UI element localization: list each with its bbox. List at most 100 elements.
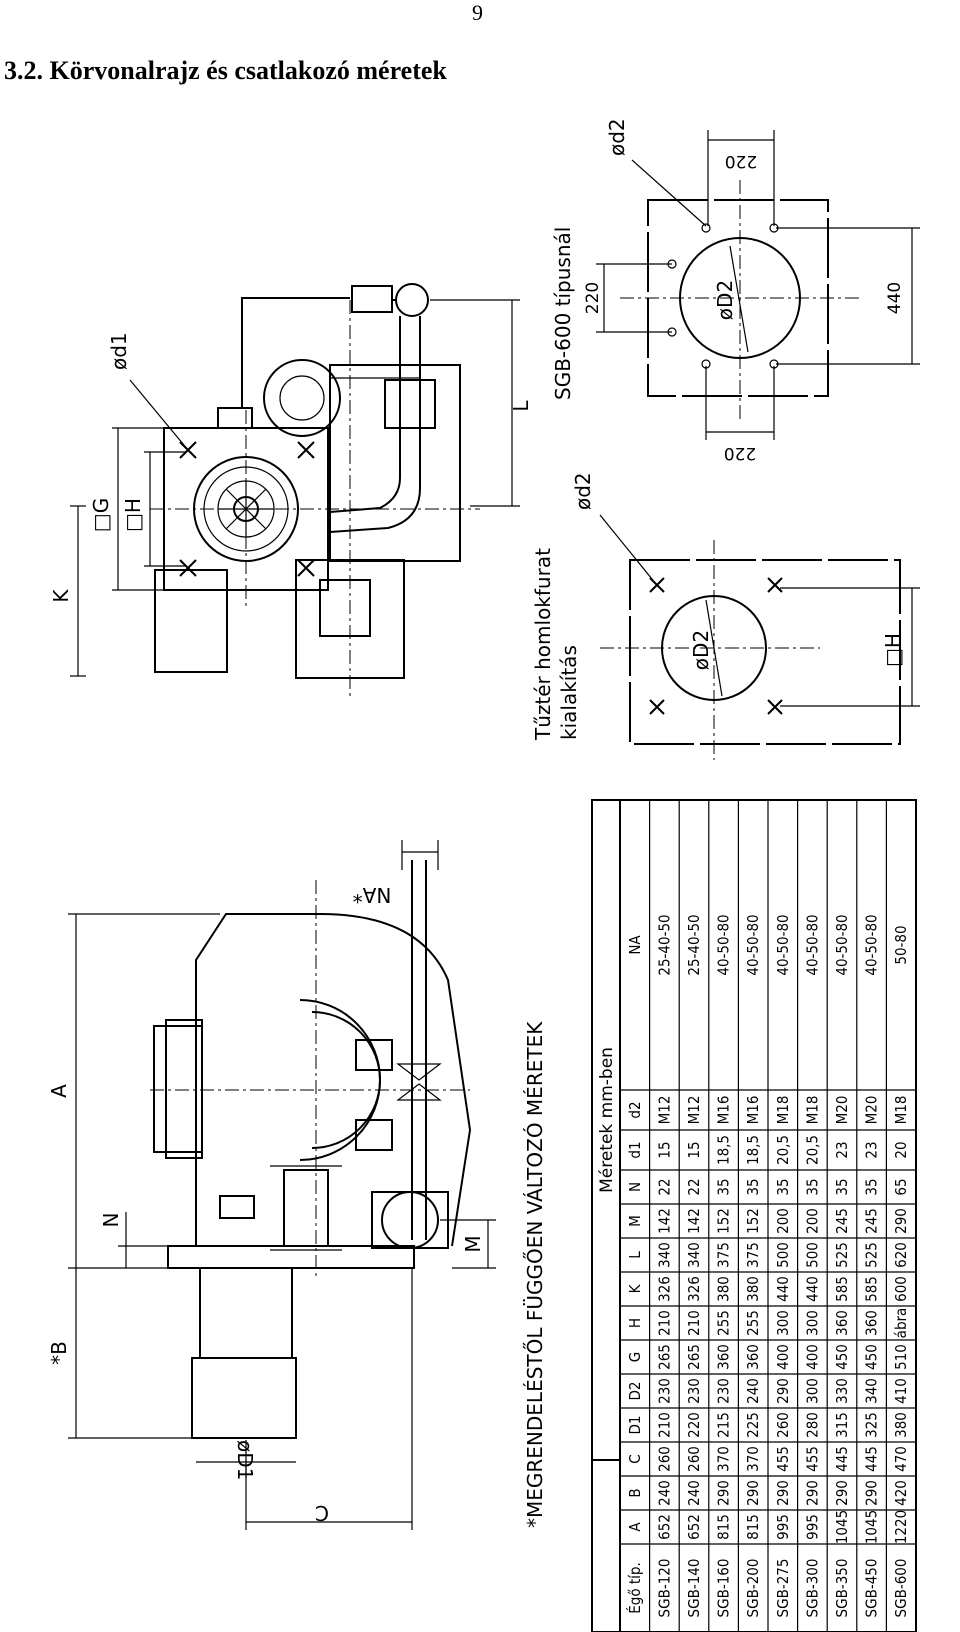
face-title-line-2: kialakítás	[557, 645, 581, 740]
table-cell: 50-80	[892, 925, 910, 964]
table-cell: 18,5	[744, 1135, 762, 1165]
table-cell: M20	[863, 1096, 881, 1125]
table-cell: 210	[685, 1310, 703, 1336]
table-cell: 40-50-80	[774, 914, 792, 975]
table-cell: 40-50-80	[833, 914, 851, 975]
table-cell: 40-50-80	[863, 914, 881, 975]
table-cell: 290	[744, 1480, 762, 1506]
table-header-cell: NA	[626, 935, 644, 955]
table-cell: M18	[892, 1096, 910, 1125]
table-cell: 290	[774, 1480, 792, 1506]
table-cell: SGB-140	[685, 1559, 703, 1618]
table-header-cell: B	[626, 1488, 644, 1497]
table-cell: 300	[774, 1310, 792, 1336]
table-cell: 152	[715, 1208, 733, 1234]
table-header-cell: Égő típ.	[625, 1562, 644, 1614]
table-header-cell: M	[626, 1215, 644, 1227]
table-header-cell: d1	[626, 1141, 644, 1158]
table-cell: 25-40-50	[685, 914, 703, 975]
dim-440: 440	[885, 282, 905, 314]
table-cell: 380	[892, 1412, 910, 1438]
table-cell: 35	[774, 1178, 792, 1195]
table-header-cell: C	[626, 1454, 644, 1463]
table-cell: 1220	[892, 1510, 910, 1544]
table-cell: 260	[774, 1412, 792, 1438]
table-cell: 22	[655, 1178, 673, 1195]
table-cell: 280	[803, 1412, 821, 1438]
table-cell: 400	[803, 1344, 821, 1370]
label-N: N	[99, 1213, 123, 1228]
table-cell: 330	[833, 1378, 851, 1404]
table-cell: 360	[833, 1310, 851, 1336]
table-cell: 410	[892, 1378, 910, 1404]
face-title-line-1: Tűztér homlokfurat	[531, 548, 555, 741]
burner-front-view: K □G □H	[49, 283, 533, 700]
table-cell: 340	[655, 1242, 673, 1268]
table-cell: 600	[892, 1276, 910, 1302]
table-header-cell: K	[626, 1283, 644, 1293]
table-cell: 326	[655, 1276, 673, 1302]
table-cell: 35	[744, 1178, 762, 1195]
table-header-cell: L	[626, 1251, 644, 1259]
label-C: C	[315, 1501, 329, 1525]
table-cell: 152	[744, 1208, 762, 1234]
table-cell: 470	[892, 1446, 910, 1472]
label-D2-right: øD2	[713, 280, 737, 320]
table-cell: SGB-600	[892, 1559, 910, 1618]
table-cell: 23	[863, 1141, 881, 1158]
table-cell: 35	[833, 1178, 851, 1195]
table-cell: 35	[715, 1178, 733, 1195]
dimension-table: Méretek mm-ben Égő típ.ABCD1D2GHKLMNd1d2…	[591, 799, 917, 1632]
table-cell: 585	[833, 1276, 851, 1302]
table-cell: 1045	[833, 1510, 851, 1544]
table-title: Méretek mm-ben	[597, 1047, 617, 1193]
table-cell: 290	[833, 1480, 851, 1506]
footnote: *MEGRENDELÉSTŐL FÜGGŐEN VÁLTOZÓ MÉRETEK	[523, 1021, 547, 1528]
table-cell: 360	[863, 1310, 881, 1336]
section-title: 3.2. Körvonalrajz és csatlakozó méretek	[4, 56, 447, 85]
table-cell: SGB-300	[803, 1559, 821, 1618]
table-cell: 18,5	[715, 1135, 733, 1165]
dim-220-bottom: 220	[724, 443, 756, 463]
table-cell: 255	[744, 1310, 762, 1336]
table-header-cell: D2	[626, 1382, 644, 1401]
table-header-cell: d2	[626, 1101, 644, 1118]
table-cell: 260	[655, 1446, 673, 1472]
table-cell: SGB-275	[774, 1559, 792, 1618]
table-cell: 620	[892, 1242, 910, 1268]
table-cell: 300	[803, 1310, 821, 1336]
label-d1: ød1	[107, 332, 131, 370]
table-cell: 230	[685, 1378, 703, 1404]
table-cell: 20,5	[803, 1135, 821, 1165]
table-cell: 380	[744, 1276, 762, 1302]
dim-220-mid: 220	[583, 282, 603, 314]
table-cell: 340	[863, 1378, 881, 1404]
face-drilling-standard: ød2 øD2 □H Tűztér homlokfurat kialakítás	[531, 472, 920, 760]
table-cell: 290	[774, 1378, 792, 1404]
table-cell: 200	[803, 1208, 821, 1234]
table-cell: 380	[715, 1276, 733, 1302]
table-cell: 265	[655, 1344, 673, 1370]
table-cell: 585	[863, 1276, 881, 1302]
table-cell: 23	[833, 1141, 851, 1158]
label-H: □H	[121, 498, 145, 532]
table-header-cell: A	[626, 1522, 644, 1532]
table-cell: 420	[892, 1480, 910, 1506]
table-cell: 455	[803, 1446, 821, 1472]
table-cell: 290	[863, 1480, 881, 1506]
label-A: A	[47, 1084, 71, 1098]
table-cell: 375	[715, 1242, 733, 1268]
sgb600-note: SGB-600 típusnál	[551, 227, 575, 400]
burner-side-view: A *B N øD1 C	[47, 840, 547, 1530]
table-cell: SGB-350	[833, 1559, 851, 1618]
table-cell: 375	[744, 1242, 762, 1268]
table-cell: 370	[715, 1446, 733, 1472]
table-cell: 525	[863, 1242, 881, 1268]
table-cell: 370	[744, 1446, 762, 1472]
table-cell: 440	[803, 1276, 821, 1302]
table-cell: 652	[655, 1514, 673, 1540]
table-cell: 215	[715, 1412, 733, 1438]
table-cell: 142	[655, 1208, 673, 1234]
table-cell: 315	[833, 1412, 851, 1438]
table-cell: 240	[744, 1378, 762, 1404]
